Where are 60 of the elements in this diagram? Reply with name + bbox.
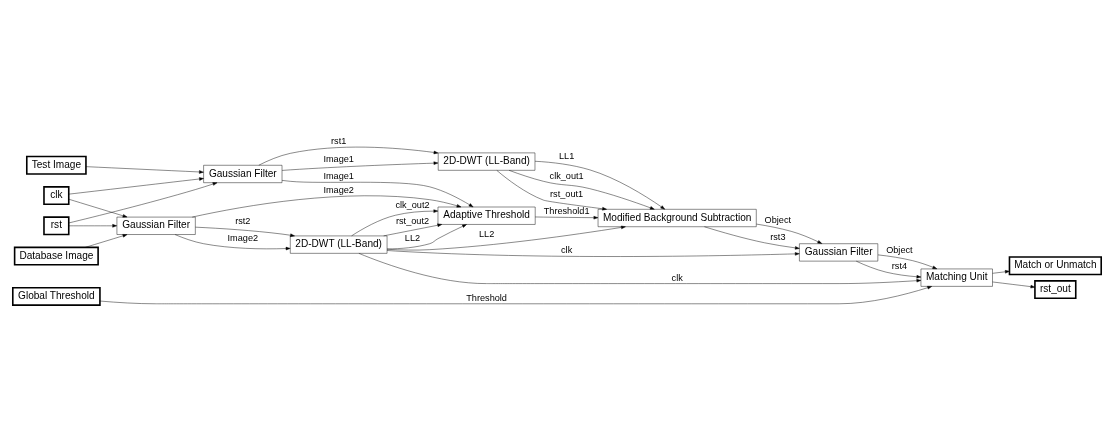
edge-label: Threshold1 (543, 205, 590, 216)
node-box: rst_out (1034, 279, 1077, 299)
node-box: rst (43, 215, 70, 235)
arrow (358, 252, 922, 284)
arrow (534, 160, 666, 209)
arrow (192, 195, 462, 217)
node-box: Match or Unmatch (1008, 255, 1102, 275)
node-box: Gaussian Filter (203, 164, 283, 183)
arrow (174, 233, 291, 250)
edge-label: LL1 (558, 150, 575, 161)
arrow (992, 281, 1036, 288)
edge-label: Image2 (227, 232, 259, 243)
arrow (68, 198, 128, 217)
edge-label: clk_out2 (395, 199, 430, 210)
arrow (508, 169, 655, 209)
arrow (258, 146, 439, 165)
arrow (68, 223, 117, 227)
edge-label: rst2 (235, 215, 251, 226)
edge-label: Image1 (323, 170, 354, 181)
arrow (383, 223, 442, 236)
arrow (85, 165, 204, 174)
arrow (992, 269, 1010, 274)
arrow (68, 181, 218, 223)
edge-label: Image1 (323, 153, 354, 164)
arrow (877, 254, 938, 269)
edge-label: Image2 (323, 184, 354, 195)
arrow (386, 249, 800, 257)
edge-label: LL2 (478, 228, 495, 239)
edge-label: rst4 (891, 260, 908, 271)
arrow (496, 169, 607, 210)
arrow (756, 223, 823, 244)
arrow (351, 208, 439, 236)
edge-label: clk (671, 272, 683, 283)
arrow (99, 285, 932, 304)
edge-label: Object (886, 244, 913, 255)
arrow (281, 179, 474, 207)
arrow (386, 223, 467, 249)
node-box: Database Image (13, 246, 99, 266)
node-box: 2D-DWT (LL-Band) (437, 152, 536, 171)
arrow (856, 260, 922, 278)
edge-label: rst_out2 (395, 215, 430, 226)
arrow (85, 233, 128, 248)
edge-label: rst_out1 (550, 188, 584, 199)
node-box: clk (43, 185, 70, 205)
arrow (195, 226, 295, 237)
arrow (535, 215, 599, 219)
node-box: Test Image (25, 155, 87, 175)
arrow (281, 161, 439, 171)
node-box: Gaussian Filter (799, 242, 879, 261)
edge-label: clk_out1 (549, 170, 584, 181)
edge-label: clk (561, 244, 573, 255)
edge-label: rst1 (331, 135, 347, 146)
edge-label: Threshold (466, 292, 507, 303)
node-box: Global Threshold (12, 286, 101, 306)
arrow (386, 225, 626, 250)
edge-label: rst3 (770, 231, 786, 242)
arrow (704, 226, 800, 250)
edge-label: Object (764, 214, 792, 225)
arrow (68, 176, 204, 194)
edge-label: LL2 (404, 232, 421, 243)
